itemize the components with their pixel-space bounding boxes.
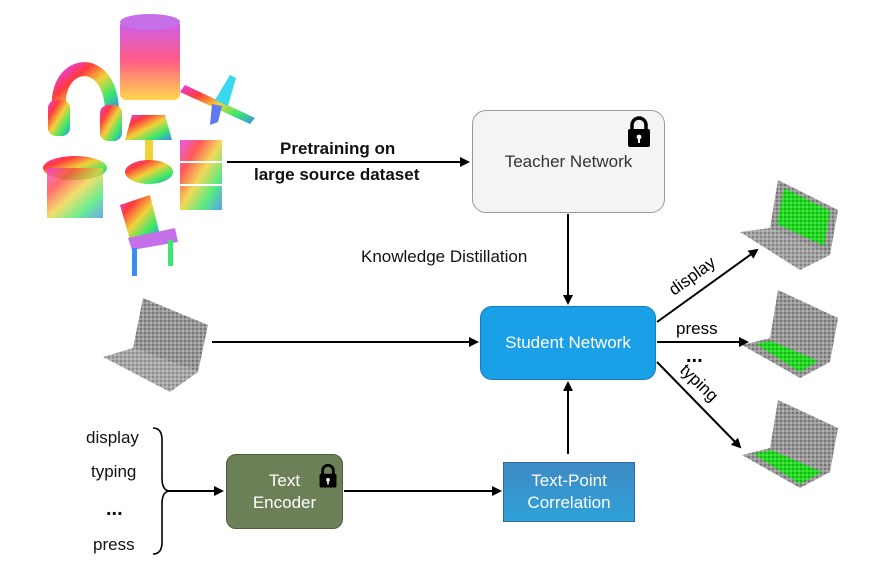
correlation-line1: Text-Point	[531, 471, 607, 490]
laptop-point-cloud	[103, 298, 208, 392]
arrows	[166, 157, 759, 496]
lock-icon	[628, 116, 650, 147]
correlation-line2: Correlation	[527, 493, 611, 512]
pretraining-label-line1: Pretraining on	[280, 139, 396, 158]
output-label-press: press	[676, 319, 718, 338]
teacher-network-label: Teacher Network	[504, 151, 633, 171]
output-laptop-typing	[742, 400, 838, 488]
output-label-display: display	[665, 252, 719, 299]
text-encoder-line2: Encoder	[252, 492, 317, 512]
student-network-box: Student Network	[480, 306, 656, 380]
distillation-label: Knowledge Distillation	[361, 247, 528, 266]
prompt-item: ...	[106, 498, 123, 520]
lock-icon	[319, 463, 337, 488]
student-network-label: Student Network	[505, 333, 631, 352]
output-laptop-display	[740, 180, 838, 270]
prompt-brace	[152, 427, 171, 555]
point-cloud-objects	[43, 14, 255, 276]
output-laptop-press	[742, 290, 838, 378]
prompt-item: press	[93, 535, 135, 554]
output-label-dots: ...	[686, 345, 703, 367]
prompt-item: display	[86, 428, 139, 447]
prompt-item: typing	[91, 462, 137, 481]
pretraining-label-line2: large source dataset	[254, 165, 420, 184]
text-encoder-line1: Text	[268, 470, 301, 490]
text-point-correlation-box: Text-Point Correlation	[503, 462, 635, 522]
